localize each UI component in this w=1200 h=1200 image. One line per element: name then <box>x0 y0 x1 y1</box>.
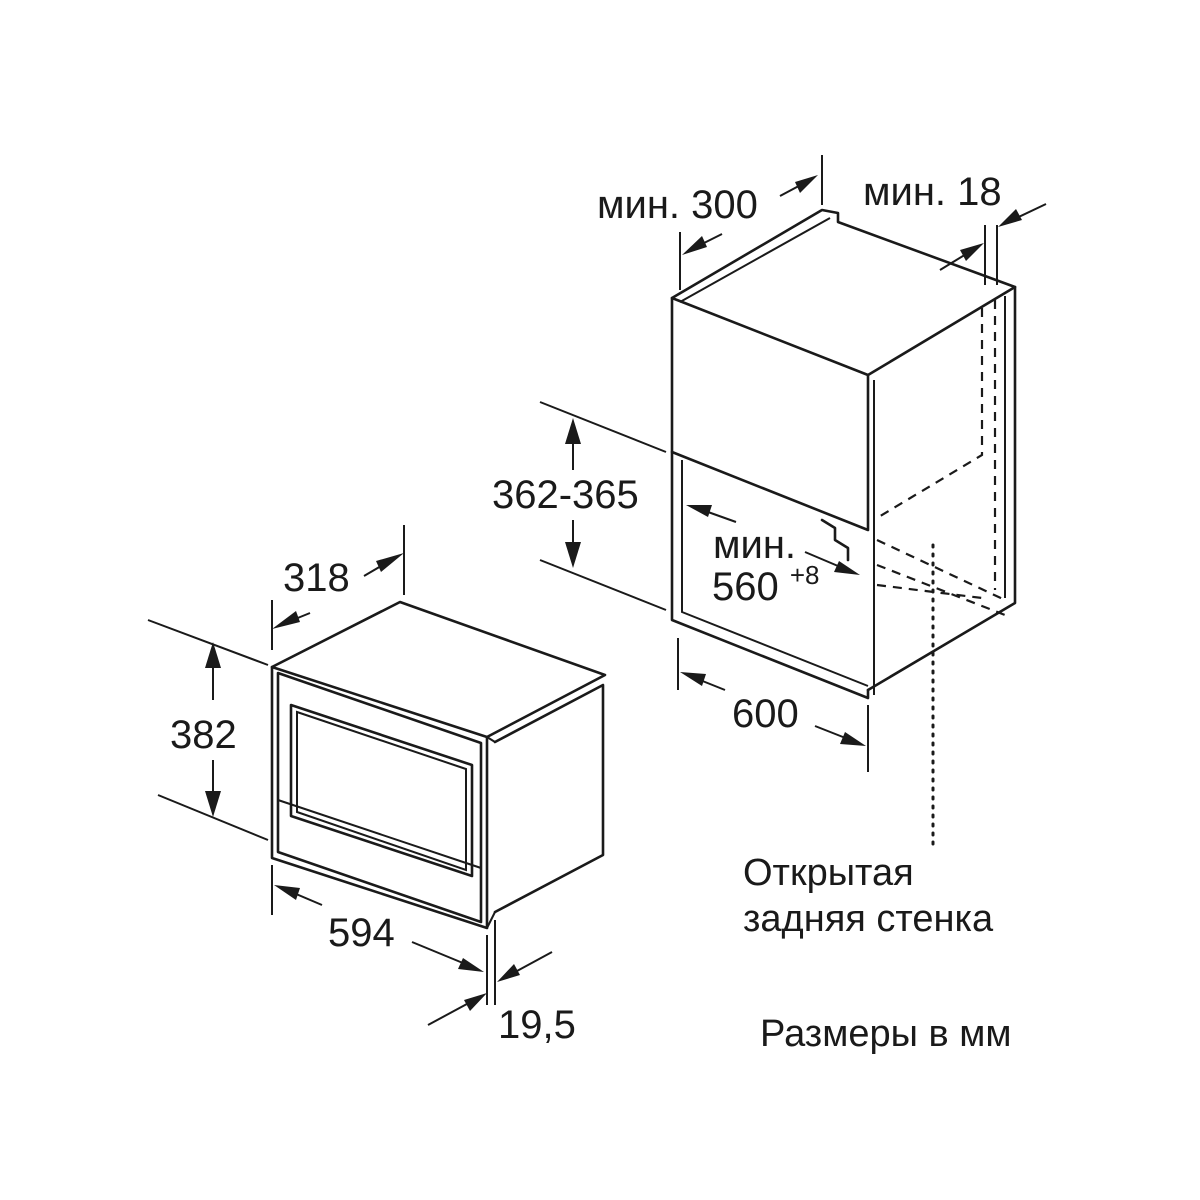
dim-niche-width <box>677 638 869 772</box>
appliance-window <box>289 703 474 878</box>
niche-outer-side <box>866 285 1017 692</box>
niche-side-label: мин. 18 <box>863 170 1002 214</box>
appliance-top <box>270 600 607 739</box>
niche-height-label: 362-365 <box>492 473 639 517</box>
appliance-width-label: 594 <box>328 911 395 955</box>
cabinet-top <box>670 208 1017 377</box>
niche-min-width-label: 560 +8 <box>712 560 820 609</box>
dim-niche-width-min <box>686 505 860 575</box>
appliance-depth-label: 318 <box>283 556 350 600</box>
niche-min-width-base: 560 <box>712 565 779 609</box>
appliance-control-strip <box>277 799 482 869</box>
niche-opening-inner <box>681 460 869 687</box>
appliance-height-label: 382 <box>170 713 237 757</box>
niche-floor-hidden <box>876 539 1006 617</box>
niche-drawing <box>670 208 1017 852</box>
open-back-note-line2: задняя стенка <box>743 898 994 940</box>
cabinet-top-inner <box>679 217 831 303</box>
dim-appliance-offset <box>427 920 553 1026</box>
dim-niche-height <box>539 401 667 611</box>
dim-appliance-depth <box>271 525 405 650</box>
niche-min-width-sup: +8 <box>790 560 820 590</box>
appliance-drawing <box>270 600 607 930</box>
niche-opening <box>670 450 870 700</box>
appliance-window-inner <box>296 710 467 872</box>
niche-width-label: 600 <box>732 692 799 736</box>
appliance-side <box>493 683 605 914</box>
niche-side-inner <box>873 296 1006 695</box>
appliance-front-frame <box>270 665 489 930</box>
open-back-note-line1: Открытая <box>743 852 914 894</box>
dim-niche-depth <box>679 155 823 290</box>
cabinet-front <box>670 296 870 532</box>
dim-niche-side <box>939 203 1047 285</box>
niche-bracket <box>820 518 850 562</box>
dim-appliance-width <box>271 865 488 1005</box>
niche-hidden-side <box>876 300 997 590</box>
niche-min-width-prefix: мин. <box>713 523 796 567</box>
niche-depth-label: мин. 300 <box>597 183 758 227</box>
appliance-offset-label: 19,5 <box>498 1003 576 1047</box>
dim-appliance-height <box>147 619 269 841</box>
units-note: Размеры в мм <box>760 1013 1011 1055</box>
appliance-side-edge <box>486 736 496 929</box>
appliance-front-inner <box>276 671 483 924</box>
